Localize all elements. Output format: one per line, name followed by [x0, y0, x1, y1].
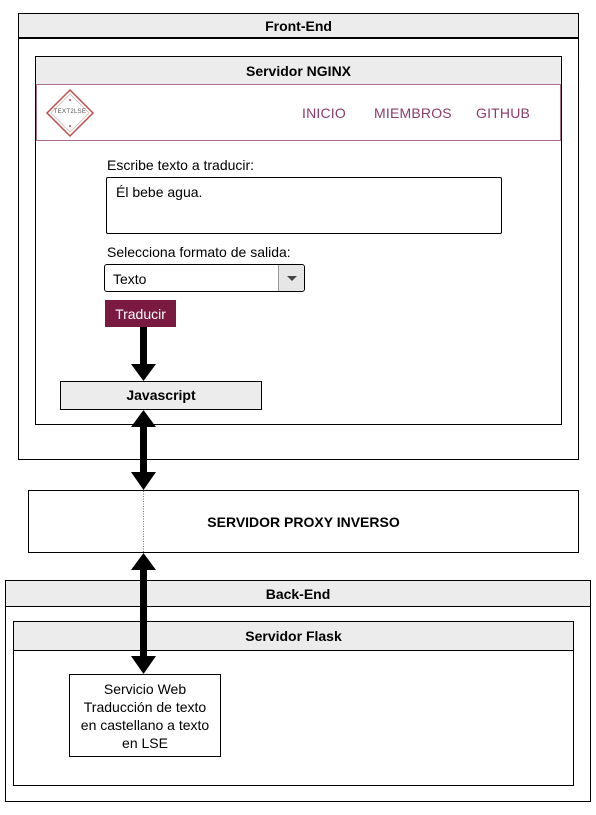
proxy-container: SERVIDOR PROXY INVERSO: [28, 490, 579, 553]
select-value: Texto: [113, 271, 147, 287]
frontend-title: Front-End: [19, 14, 578, 39]
logo-diamond-icon: [45, 88, 95, 138]
text-input-value: Él bebe agua.: [116, 184, 203, 200]
chevron-down-icon: [287, 276, 297, 281]
nav-link-github[interactable]: GITHUB: [476, 105, 531, 121]
proxy-label: SERVIDOR PROXY INVERSO: [207, 514, 400, 530]
output-format-select[interactable]: Texto: [104, 264, 305, 292]
flask-title: Servidor Flask: [14, 622, 573, 651]
webservice-line-1: Servicio Web: [103, 681, 187, 697]
javascript-box: Javascript: [60, 381, 262, 410]
select-label: Selecciona formato de salida:: [107, 244, 291, 260]
input-label: Escribe texto a traducir:: [107, 157, 255, 173]
webservice-line-2: Traducción de texto: [83, 699, 207, 715]
webservice-box: Servicio Web Traducción de texto en cast…: [69, 674, 221, 757]
nginx-title: Servidor NGINX: [36, 57, 561, 85]
nav-link-inicio[interactable]: INICIO: [302, 105, 346, 121]
logo-text: TEXT2LSE: [53, 109, 87, 115]
nav-link-miembros[interactable]: MIEMBROS: [374, 105, 452, 121]
backend-title: Back-End: [6, 581, 590, 607]
webservice-line-4: en LSE: [122, 735, 168, 751]
webservice-line-3: en castellano a texto: [80, 717, 210, 733]
javascript-label: Javascript: [126, 387, 196, 403]
text-input[interactable]: Él bebe agua.: [106, 177, 502, 234]
logo[interactable]: TEXT2LSE: [45, 88, 95, 138]
navbar: TEXT2LSE INICIO MIEMBROS GITHUB: [36, 84, 561, 141]
select-dropdown-button[interactable]: [278, 265, 304, 291]
translate-button[interactable]: Traducir: [105, 300, 176, 327]
